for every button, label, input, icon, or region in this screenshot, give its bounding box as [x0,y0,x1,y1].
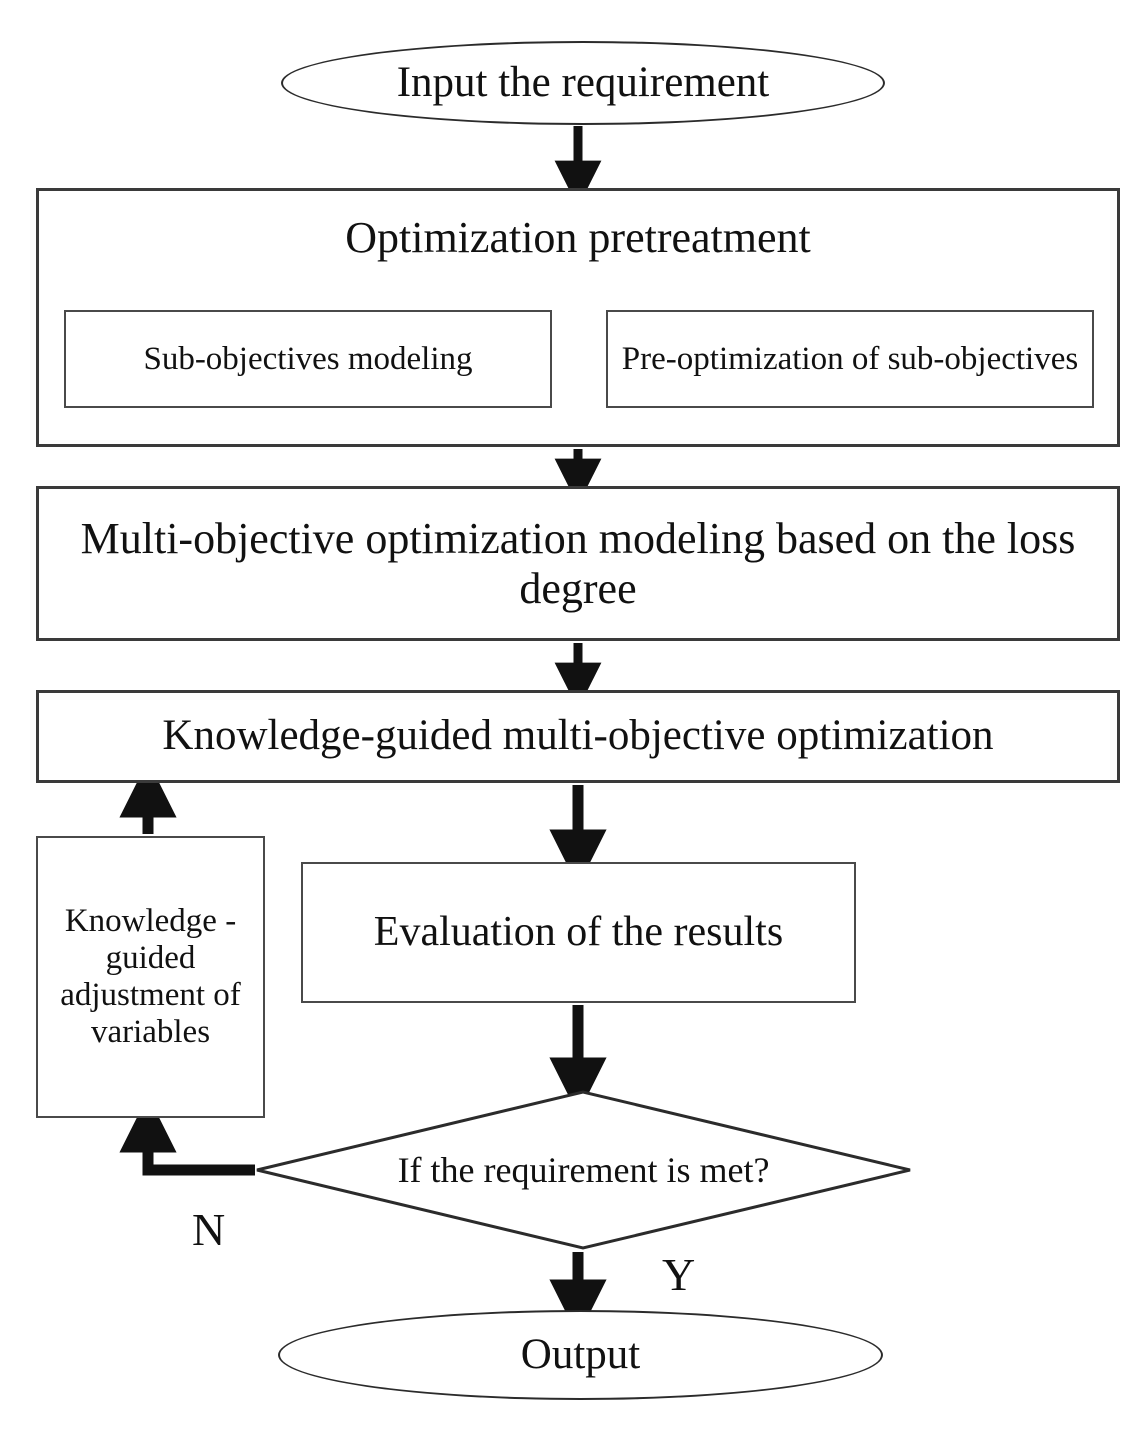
node-output-label: Output [520,1330,641,1378]
node-evaluation-of-the-results[interactable]: Evaluation of the results [301,862,856,1003]
node-pre-optimization-label: Pre-optimization of sub-objectives [621,340,1079,377]
edge-label-yes: Y [662,1249,696,1300]
node-decision-label: If the requirement is met? [397,1149,770,1190]
edge-label-no: N [192,1204,226,1255]
node-sub-objectives-modeling[interactable]: Sub-objectives modeling [64,310,552,408]
node-evaluation-of-the-results-label: Evaluation of the results [373,908,784,955]
node-multi-objective-optimization-modeling-label: Multi-objective optimization modeling ba… [80,514,1076,613]
node-knowledge-guided-adjustment-label: Knowledge -guided adjustment of variable… [60,903,241,1050]
node-optimization-pretreatment-label: Optimization pretreatment [345,213,811,262]
node-input-label: Input the requirement [396,58,770,106]
node-sub-objectives-modeling-label: Sub-objectives modeling [143,340,473,377]
node-knowledge-guided-adjustment-of-variables[interactable]: Knowledge -guided adjustment of variable… [36,836,265,1118]
node-multi-objective-optimization-modeling[interactable]: Multi-objective optimization modeling ba… [36,486,1120,641]
node-knowledge-guided-multi-objective-optimization-label: Knowledge-guided multi-objective optimiz… [162,712,994,760]
node-input-the-requirement[interactable]: Input the requirement [281,41,885,125]
node-pre-optimization-of-sub-objectives[interactable]: Pre-optimization of sub-objectives [606,310,1094,408]
edge-decision-no-to-adjustment [119,1095,255,1176]
decision-diamond-shape [256,1090,911,1250]
node-knowledge-guided-multi-objective-optimization[interactable]: Knowledge-guided multi-objective optimiz… [36,690,1120,783]
node-output[interactable]: Output [278,1310,883,1400]
node-decision-if-requirement-is-met[interactable]: If the requirement is met? [255,1090,912,1250]
